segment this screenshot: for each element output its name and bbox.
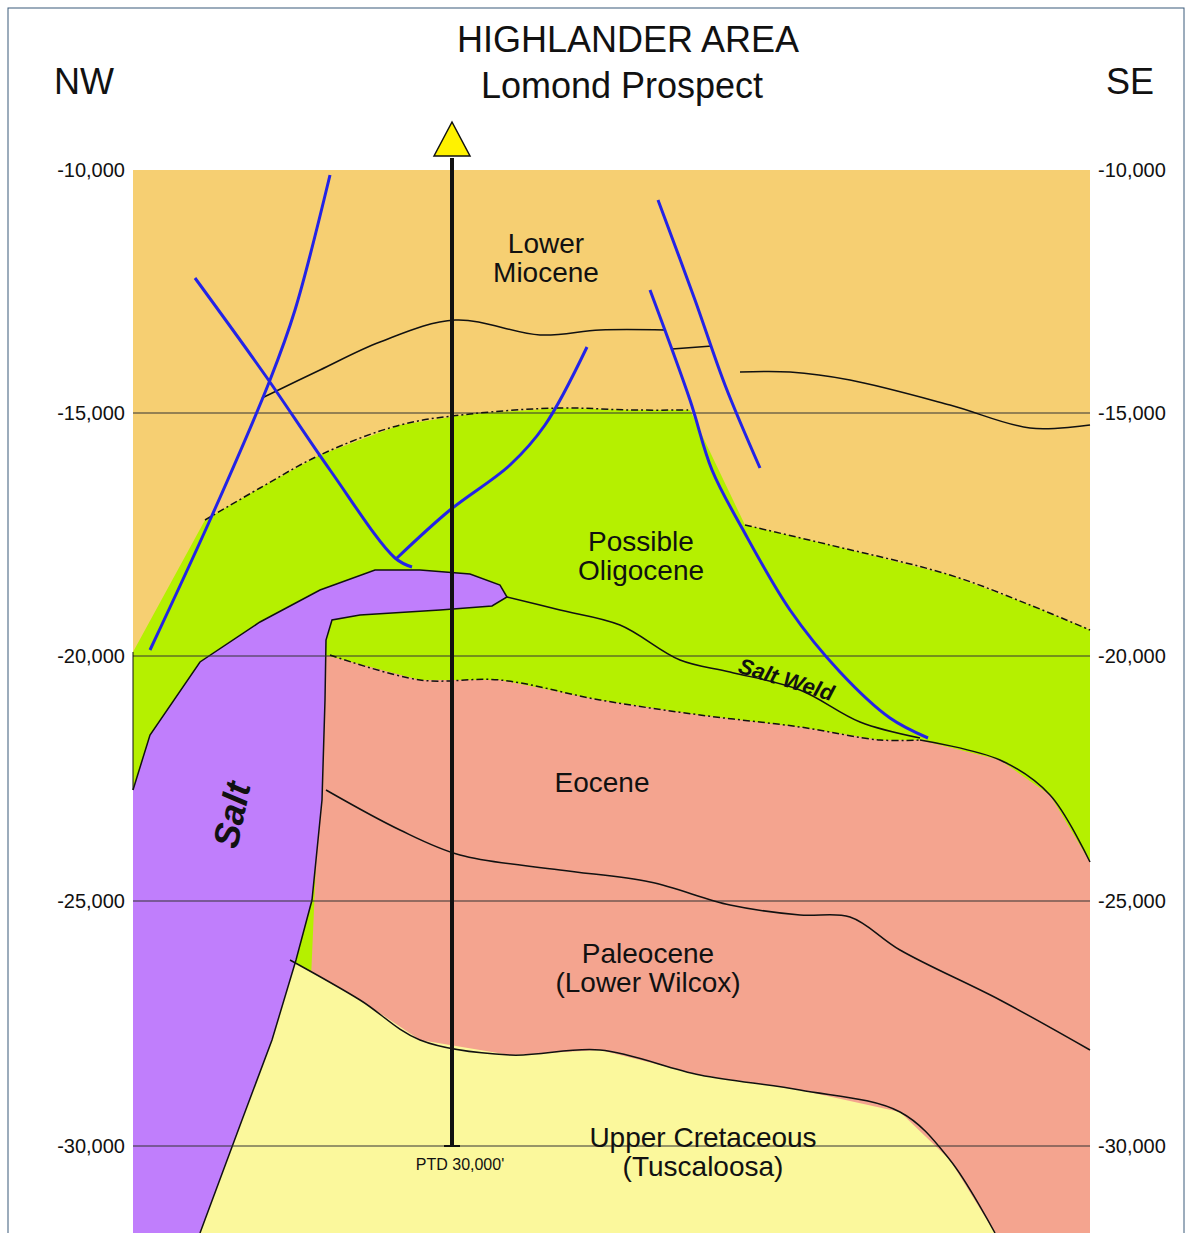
depth-label: -10,000	[1098, 160, 1166, 181]
oligocene-fill	[133, 408, 1090, 1233]
depth-label: -20,000	[1098, 646, 1166, 667]
salt-weld-line	[507, 597, 920, 738]
base-oligocene	[920, 740, 1090, 862]
edge	[133, 652, 134, 790]
heading-label: NW	[54, 63, 114, 101]
frame	[8, 8, 1184, 1233]
td-tick	[444, 1145, 460, 1147]
fault	[195, 278, 412, 567]
depth-label: -15,000	[1098, 403, 1166, 424]
title: HIGHLANDER AREA	[457, 21, 799, 59]
well-symbol	[434, 122, 470, 156]
fault	[397, 347, 587, 558]
horizon	[672, 346, 712, 349]
formation-label: Paleocene (Lower Wilcox)	[541, 939, 756, 998]
top-cretaceous	[290, 960, 995, 1233]
formation-label: Lower Miocene	[471, 229, 621, 288]
well-path	[450, 158, 454, 1146]
depth-gridline	[133, 413, 1090, 414]
depth-label: -30,000	[1098, 1136, 1166, 1157]
depth-label: -15,000	[57, 403, 125, 424]
miocene-fill	[133, 170, 1090, 1233]
depth-gridline	[133, 901, 1090, 902]
depth-label: -30,000	[57, 1136, 125, 1157]
depth-label: -20,000	[57, 646, 125, 667]
depth-label: -25,000	[1098, 891, 1166, 912]
unconformity	[205, 408, 690, 520]
horizon	[262, 320, 665, 398]
depth-label: -25,000	[57, 891, 125, 912]
formation-label: Eocene	[555, 768, 650, 797]
fault	[650, 290, 928, 738]
fault	[150, 175, 330, 650]
horizon	[326, 790, 1090, 1050]
heading-label: Lomond Prospect	[481, 67, 763, 105]
horizon	[740, 371, 1090, 428]
base-oligocene	[330, 655, 920, 741]
depth-gridline	[133, 656, 1090, 657]
formation-label: Possible Oligocene	[541, 527, 741, 586]
unconformity	[745, 525, 1090, 630]
heading-label: SE	[1106, 63, 1154, 101]
fault	[658, 200, 760, 468]
formation-label: Upper Cretaceous (Tuscaloosa)	[573, 1123, 833, 1182]
depth-label: -10,000	[57, 160, 125, 181]
formation-label: PTD 30,000'	[416, 1157, 504, 1174]
